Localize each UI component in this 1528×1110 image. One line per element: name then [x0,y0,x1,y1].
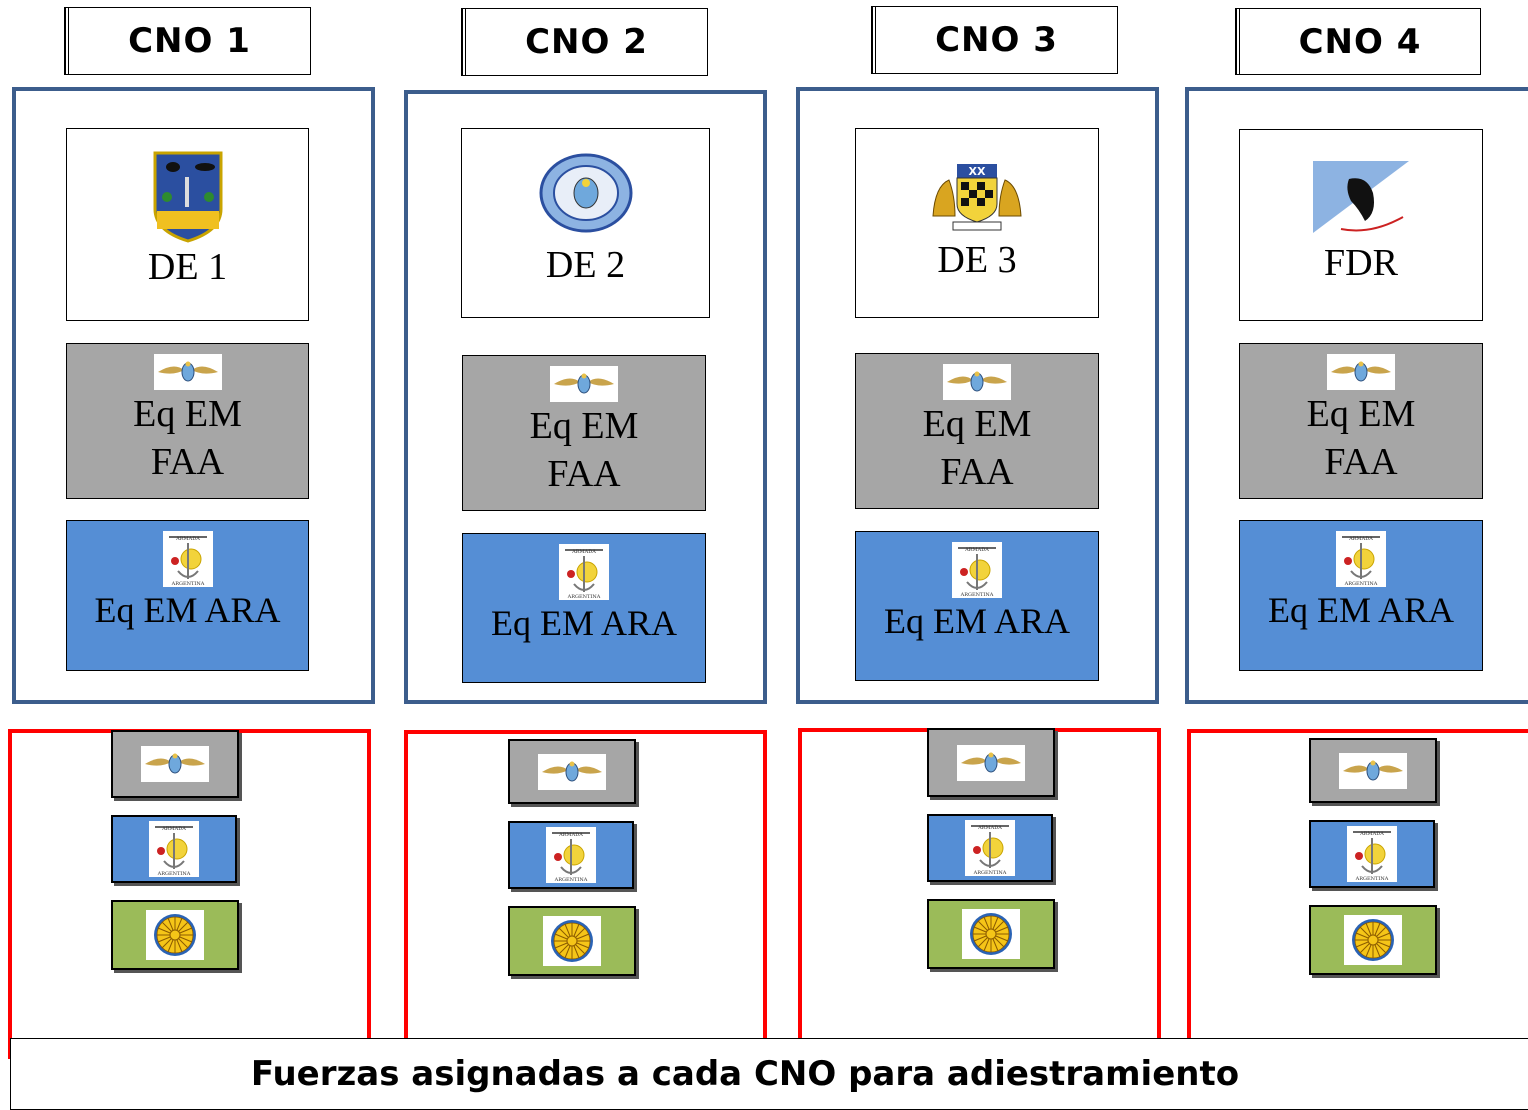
cno-1-faa-box: Eq EM FAA [66,343,309,499]
shield-emblem-icon [153,151,222,243]
air-force-wings-icon [153,354,222,390]
cno-3-faa-line1: Eq EM [922,403,1032,445]
round-emblem-icon [539,153,632,233]
cno-3-unit-label: DE 3 [937,239,1017,281]
cno-2-ara-label: Eq EM ARA [490,603,677,643]
cno-1-header: CNO 1 [68,7,311,75]
cno-1-ara-label: Eq EM ARA [94,590,281,630]
cno-1-navy-unit [111,815,237,883]
cno-3-header: CNO 3 [875,6,1118,74]
cno-1-faa-line1: Eq EM [133,393,242,435]
cno-3-faa-box: Eq EM FAA [855,353,1099,509]
army-sun-icon [543,916,601,966]
cno-4-ara-box: Eq EM ARA [1239,520,1483,671]
air-force-wings-icon [957,744,1025,781]
cno-2-unit-label: DE 2 [545,244,626,286]
air-force-wings-icon [141,746,209,782]
cno-4-unit-box: FDR [1239,129,1483,321]
cno-2-faa-line1: Eq EM [529,405,639,447]
cno-4-navy-unit [1309,820,1435,888]
cno-3-air-force-unit [927,728,1055,797]
triangle-emblem-icon [1313,161,1409,233]
cno-2-faa-box: Eq EM FAA [462,355,706,511]
navy-anchor-icon [1347,826,1397,882]
air-force-wings-icon [1339,752,1407,789]
cno-2-air-force-unit [508,739,636,804]
cno-4-unit-label: FDR [1324,242,1398,284]
cno-4-army-unit [1309,905,1437,975]
cno-1-unit-box: DE 1 [66,128,309,321]
navy-anchor-icon [546,827,596,883]
cno-1-army-unit [111,900,239,970]
cno-2-faa-line2: FAA [547,453,621,495]
cno-2-army-unit [508,906,636,976]
cno-4-faa-line1: Eq EM [1306,393,1416,435]
air-force-wings-icon [943,364,1011,400]
cno-3-unit-box: XX DE 3 [855,128,1099,318]
cno-1-unit-label: DE 1 [147,245,228,288]
cno-3-ara-label: Eq EM ARA [883,601,1070,641]
cno-1-label: CNO 1 [128,21,251,61]
army-sun-icon [1344,915,1402,965]
cno-4-faa-line2: FAA [1324,441,1398,483]
cno-4-air-force-unit [1309,738,1437,803]
cno-3-faa-line2: FAA [940,451,1014,493]
cno-2-unit-box: DE 2 [461,128,710,318]
navy-anchor-icon [952,542,1002,598]
lions-crest-emblem-icon: XX [932,164,1022,231]
cno-4-faa-box: Eq EM FAA [1239,343,1483,499]
cno-2-header: CNO 2 [465,8,708,76]
army-sun-icon [146,910,204,960]
navy-anchor-icon [162,531,213,587]
cno-3-army-unit [927,899,1055,969]
cno-3-label: CNO 3 [935,20,1058,60]
navy-anchor-icon [965,820,1015,876]
cno-4-ara-label: Eq EM ARA [1267,590,1454,630]
cno-1-ara-box: Eq EM ARA [66,520,309,671]
army-sun-icon [962,909,1020,959]
cno-4-label: CNO 4 [1298,21,1422,62]
navy-anchor-icon [149,821,199,877]
cno-2-ara-box: Eq EM ARA [462,533,706,683]
cno-3-ara-box: Eq EM ARA [855,531,1099,681]
navy-anchor-icon [1336,531,1386,587]
navy-anchor-icon [559,544,609,600]
air-force-wings-icon [550,366,618,402]
caption-text: Fuerzas asignadas a cada CNO para adiest… [250,1054,1240,1094]
cno-2-navy-unit [508,821,634,889]
air-force-wings-icon [1327,354,1395,390]
diagram-caption: Fuerzas asignadas a cada CNO para adiest… [10,1038,1528,1110]
cno-4-header: CNO 4 [1239,8,1481,75]
svg-text:XX: XX [969,165,986,178]
cno-1-air-force-unit [111,730,239,798]
cno-1-faa-line2: FAA [150,441,225,483]
cno-3-navy-unit [927,814,1053,882]
air-force-wings-icon [538,753,606,790]
cno-2-label: CNO 2 [525,22,648,62]
